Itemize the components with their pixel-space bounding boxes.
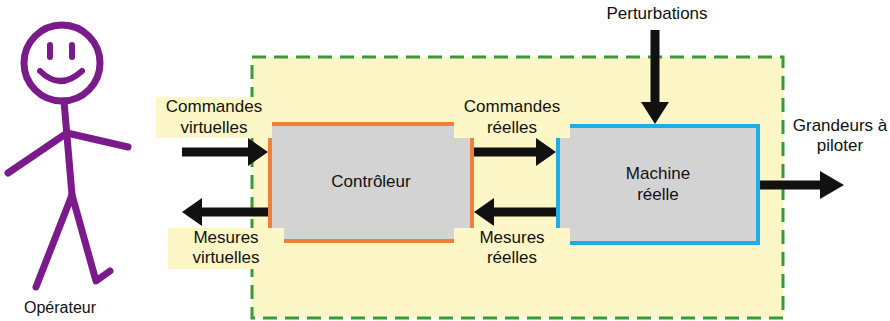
output-arrow-head xyxy=(820,171,844,199)
operator-label: Opérateur xyxy=(0,298,120,317)
signal-arrow xyxy=(182,138,268,166)
arrow-shaft xyxy=(474,148,538,157)
legs xyxy=(36,195,110,287)
dashed-region xyxy=(252,57,783,318)
arms xyxy=(8,133,128,173)
body xyxy=(64,101,72,195)
arrow-head xyxy=(182,198,202,226)
operator: Opérateur xyxy=(0,5,182,317)
head xyxy=(24,25,100,101)
controller-box: Contrôleur xyxy=(268,122,474,243)
smile xyxy=(40,71,82,81)
signal-label: Mesures réelles xyxy=(454,228,570,269)
arrow-shaft xyxy=(492,208,556,217)
signal-arrow xyxy=(474,198,556,226)
signal-arrow xyxy=(182,198,268,226)
box-title: Contrôleur xyxy=(331,172,410,192)
signal-label: Commandes virtuelles xyxy=(156,97,272,138)
disturbance-label: Perturbations xyxy=(595,4,719,24)
output-label: Grandeurs à piloter xyxy=(789,116,890,157)
output-arrow-shaft xyxy=(760,181,822,190)
signal-label: Mesures virtuelles xyxy=(168,228,284,269)
signal-arrow xyxy=(474,138,556,166)
arrow-shaft xyxy=(182,148,250,157)
signal-label: Commandes réelles xyxy=(454,97,570,138)
perturbation-arrow-shaft xyxy=(651,30,660,104)
arrow-head xyxy=(474,198,494,226)
stick-figure xyxy=(8,25,128,287)
eyes xyxy=(50,45,72,57)
machine-box: Machine réelle xyxy=(556,124,760,245)
arrow-shaft xyxy=(200,208,268,217)
perturbation-arrow-head xyxy=(641,102,669,124)
arrow-head xyxy=(536,138,556,166)
box-title: Machine réelle xyxy=(608,164,708,205)
arrow-head xyxy=(248,138,268,166)
operator-figure xyxy=(0,5,182,317)
